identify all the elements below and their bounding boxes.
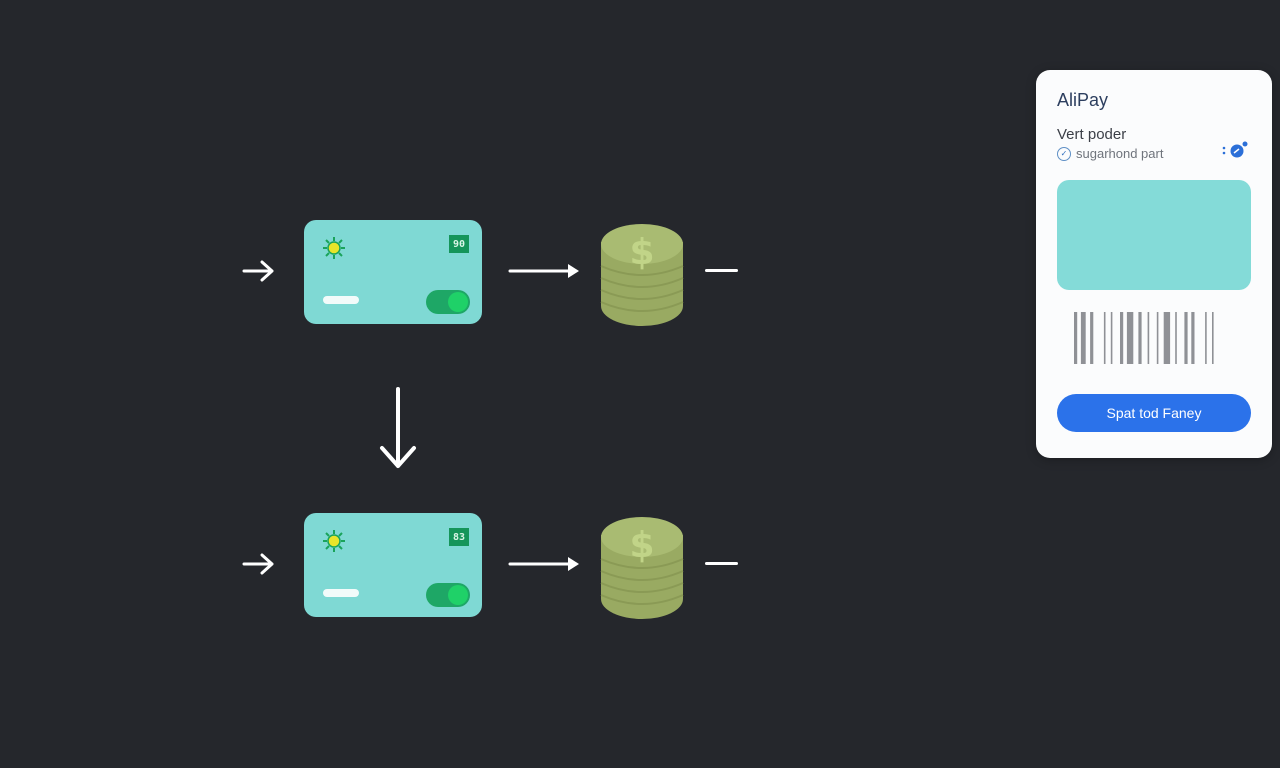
payment-card[interactable]: 90 — [304, 220, 482, 324]
card-badge: 83 — [449, 528, 469, 546]
panel-title: AliPay — [1057, 90, 1109, 110]
svg-text:$: $ — [629, 525, 654, 566]
card-toggle[interactable] — [426, 290, 470, 314]
card-label-bar — [323, 296, 359, 304]
toggle-knob — [448, 292, 468, 312]
incoming-arrow-icon — [242, 551, 276, 577]
check-circle-icon: ✓ — [1057, 146, 1071, 161]
coin-stack-icon: $ — [600, 222, 684, 328]
toggle-knob — [448, 585, 468, 605]
output-dash — [705, 269, 738, 272]
share-icon[interactable] — [1222, 141, 1250, 161]
vendor-subtitle: sugarhond part — [1076, 146, 1164, 161]
pay-button[interactable]: Spat tod Faney — [1057, 394, 1251, 432]
card-toggle[interactable] — [426, 583, 470, 607]
payment-preview — [1057, 180, 1251, 290]
sun-icon — [323, 237, 345, 259]
output-dash — [705, 562, 738, 565]
payment-card[interactable]: 83 — [304, 513, 482, 617]
card-label-bar — [323, 589, 359, 597]
barcode-icon — [1074, 312, 1214, 364]
transfer-arrow-icon — [508, 553, 582, 575]
incoming-arrow-icon — [242, 258, 276, 284]
svg-text:$: $ — [629, 232, 654, 273]
transfer-arrow-icon — [508, 260, 582, 282]
vendor-name: Vert poder — [1057, 126, 1127, 143]
card-badge: 90 — [449, 235, 469, 253]
alipay-panel: AliPay Vert poder ✓ sugarhond part Spat … — [1036, 70, 1272, 458]
down-arrow-icon — [376, 386, 420, 472]
coin-stack-icon: $ — [600, 515, 684, 621]
sun-icon — [323, 530, 345, 552]
vendor-subtitle-row: ✓ sugarhond part — [1057, 146, 1163, 161]
